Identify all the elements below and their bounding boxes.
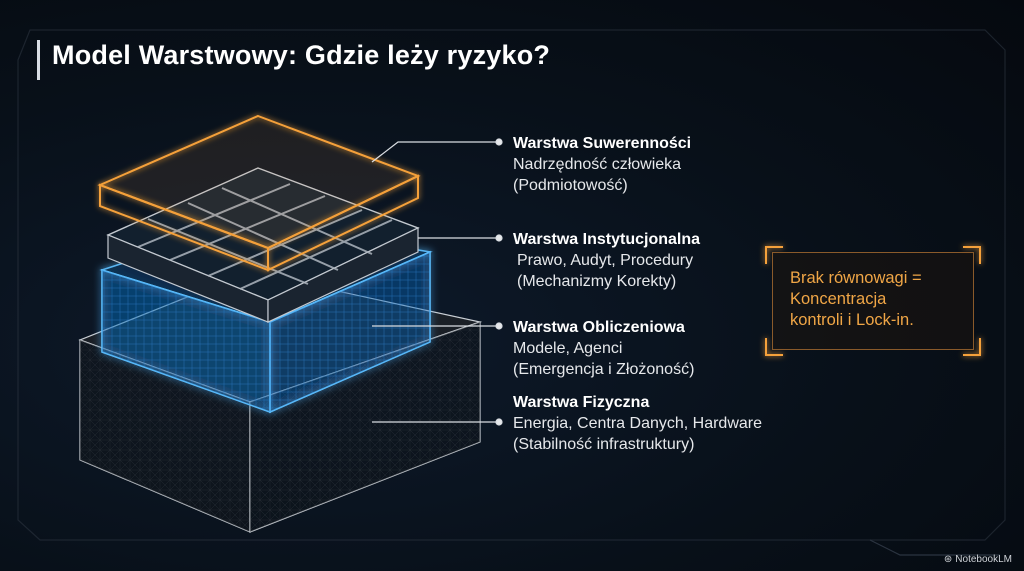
layer-note: (Stabilność infrastruktury) xyxy=(513,436,695,453)
layer-name: Warstwa Obliczeniowa xyxy=(513,319,685,336)
layer-description: Prawo, Audyt, Procedury xyxy=(517,252,694,269)
callout-line: kontroli i Lock-in. xyxy=(790,311,914,329)
layer-description: Nadrzędność człowieka xyxy=(513,156,682,173)
layer-name: Warstwa Suwerenności xyxy=(513,135,692,152)
callout-brackets xyxy=(765,246,981,356)
callout-line: Koncentracja xyxy=(790,290,887,308)
layer-label-institutional: Warstwa Instytucjonalna Prawo, Audyt, Pr… xyxy=(513,229,700,292)
connector-lines xyxy=(371,138,503,426)
callout-line: Brak równowagi = xyxy=(790,269,922,287)
imbalance-callout: Brak równowagi = Koncentracja kontroli i… xyxy=(772,252,974,350)
layer-label-computational: Warstwa Obliczeniowa Modele, Agenci (Eme… xyxy=(513,317,694,380)
frame-decoration xyxy=(17,29,1006,556)
layer-note: (Emergencja i Złożoność) xyxy=(513,361,695,378)
notebooklm-watermark: ⊛ NotebookLM xyxy=(944,554,1012,565)
layer-label-sovereignty: Warstwa Suwerenności Nadrzędność człowie… xyxy=(513,133,691,196)
page-title: Model Warstwowy: Gdzie leży ryzyko? xyxy=(52,40,551,70)
title-accent-bar xyxy=(37,40,40,80)
layer-description: Energia, Centra Danych, Hardware xyxy=(513,415,763,432)
layer-label-physical: Warstwa Fizyczna Energia, Centra Danych,… xyxy=(513,392,762,455)
layer-description: Modele, Agenci xyxy=(513,340,623,357)
brand-name: NotebookLM xyxy=(955,554,1012,565)
sovereignty-layer-frame xyxy=(97,114,421,272)
layer-name: Warstwa Instytucjonalna xyxy=(513,231,700,248)
layer-note: (Podmiotowość) xyxy=(513,177,628,194)
layer-note: (Mechanizmy Korekty) xyxy=(517,273,677,290)
notebooklm-logo-icon: ⊛ xyxy=(943,554,953,565)
layer-name: Warstwa Fizyczna xyxy=(513,394,650,411)
